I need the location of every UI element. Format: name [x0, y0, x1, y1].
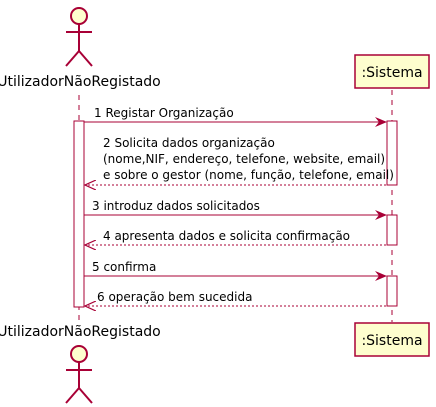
system-label-bottom: :Sistema — [361, 333, 422, 349]
system-box-top — [354, 54, 430, 89]
actor-icon-bottom — [65, 345, 93, 404]
message-4-label: 4 apresenta dados e solicita confirmação — [103, 229, 350, 243]
message-6-label: 6 operação bem sucedida — [97, 290, 252, 304]
system-activation-bar-3 — [386, 275, 398, 307]
message-1-label: 1 Registar Organização — [94, 106, 234, 120]
message-3-label: 3 introduz dados solicitados — [92, 199, 260, 213]
message-2-label-line-1: 2 Solicita dados organização — [103, 136, 275, 150]
message-2-label-line-2: (nome,NIF, endereço, telefone, website, … — [103, 152, 385, 166]
system-box-bottom — [354, 322, 430, 357]
system-label-top: :Sistema — [361, 65, 422, 81]
actor-label-top: UtilizadorNãoRegistado — [0, 74, 161, 90]
message-2-label-line-3: e sobre o gestor (nome, função, telefone… — [103, 168, 394, 182]
actor-icon-top — [65, 7, 93, 67]
system-activation-bar-2 — [386, 214, 398, 246]
actor-activation-bar — [73, 120, 85, 308]
actor-label-bottom: UtilizadorNãoRegistado — [0, 324, 161, 340]
system-activation-bar-1 — [386, 120, 398, 186]
message-5-label: 5 confirma — [92, 260, 156, 274]
